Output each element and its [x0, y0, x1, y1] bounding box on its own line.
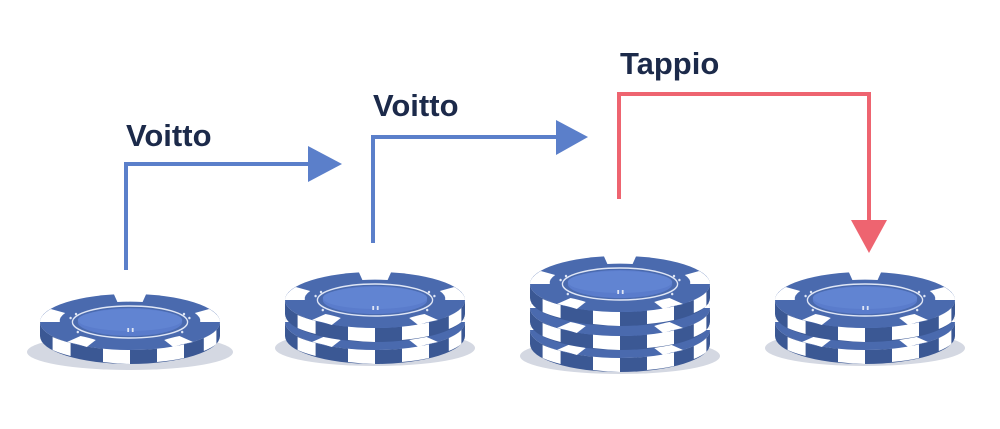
poker-chip-icon	[529, 254, 711, 326]
loss-arrow	[617, 92, 887, 253]
chip-stack-1	[27, 292, 233, 370]
chip-stack-3	[520, 254, 720, 374]
poker-chip-icon	[39, 292, 221, 364]
poker-chip-icon	[284, 270, 466, 342]
step-label-1: Voitto	[126, 118, 212, 153]
arrow-right-icon	[308, 146, 342, 182]
arrow-right-icon	[556, 120, 588, 155]
win-arrow-2	[371, 120, 588, 243]
chip-stack-2	[275, 270, 475, 366]
win-arrow-1	[124, 146, 342, 270]
step-label-3: Tappio	[620, 46, 719, 81]
poker-chip-icon	[774, 270, 956, 342]
chip-stack-4	[765, 270, 965, 366]
arrow-down-icon	[851, 220, 887, 253]
step-label-2: Voitto	[373, 88, 459, 123]
